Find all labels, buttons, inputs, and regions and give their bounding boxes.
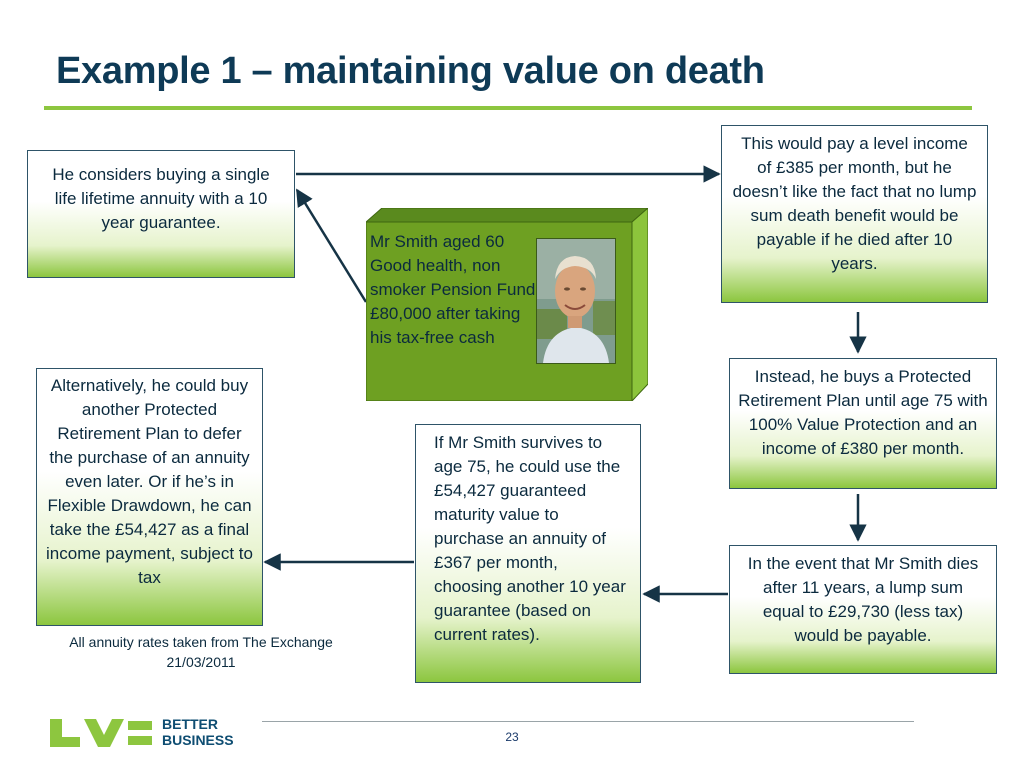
footer-divider	[262, 721, 914, 722]
box-level-income: This would pay a level income of £385 pe…	[721, 125, 988, 303]
arrow-profile-to-consider	[295, 188, 368, 303]
title-underline	[44, 106, 972, 110]
box-event-of-death-text: In the event that Mr Smith dies after 11…	[747, 554, 979, 645]
slide-title: Example 1 – maintaining value on death	[56, 50, 765, 92]
box-considers-annuity: He considers buying a single life lifeti…	[27, 150, 295, 278]
box-protected-retirement-plan: Instead, he buys a Protected Retirement …	[729, 358, 997, 489]
box-survives-to-75: If Mr Smith survives to age 75, he could…	[415, 424, 641, 683]
footnote-source: All annuity rates taken from The Exchang…	[69, 634, 333, 670]
box-considers-annuity-text: He considers buying a single life lifeti…	[52, 165, 270, 232]
box-survives-to-75-text: If Mr Smith survives to age 75, he could…	[434, 433, 626, 644]
box-alternatively: Alternatively, he could buy another Prot…	[36, 368, 263, 626]
box-protected-retirement-plan-text: Instead, he buys a Protected Retirement …	[738, 367, 988, 458]
lv-logo	[50, 719, 152, 747]
box-alternatively-text: Alternatively, he could buy another Prot…	[46, 376, 253, 587]
logo-tagline: BETTER BUSINESS	[162, 716, 234, 748]
cube-top-face	[366, 208, 648, 223]
box-event-of-death: In the event that Mr Smith dies after 11…	[729, 545, 997, 674]
logo-tagline-line1: BETTER	[162, 716, 218, 732]
profile-text: Mr Smith aged 60 Good health, non smoker…	[370, 232, 536, 347]
cube-side-face	[631, 208, 648, 401]
logo-tagline-line2: BUSINESS	[162, 732, 234, 748]
box-level-income-text: This would pay a level income of £385 pe…	[732, 134, 977, 273]
portrait-photo	[536, 238, 616, 364]
page-number: 23	[505, 730, 519, 744]
